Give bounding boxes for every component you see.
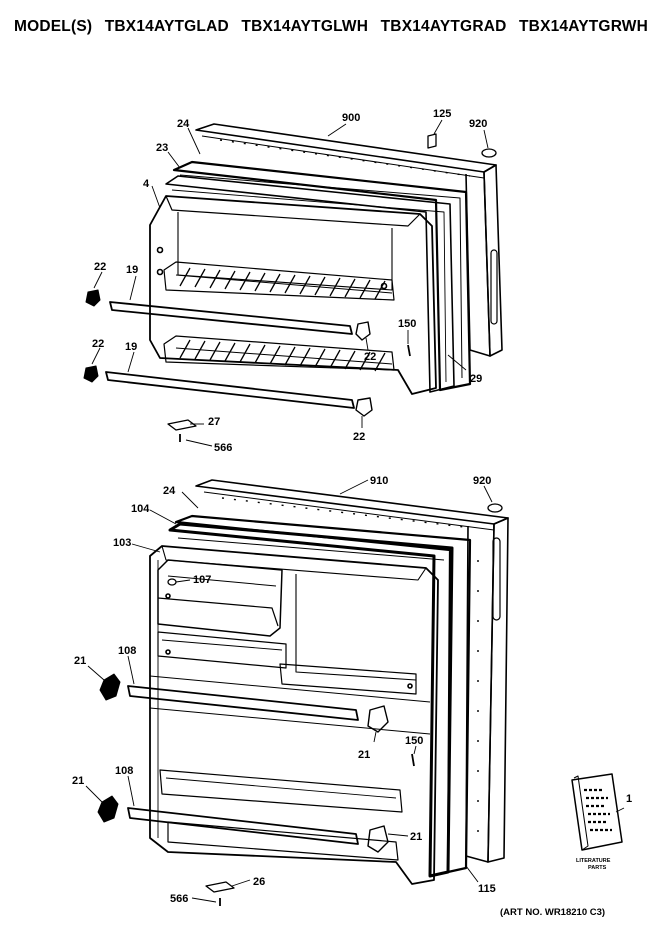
fresh-food-clip-right-lower <box>367 825 389 853</box>
callout-21-left-lower: 21 <box>72 775 84 787</box>
callout-19-upper: 19 <box>126 264 138 276</box>
freezer-gasket <box>172 160 472 392</box>
freezer-screw-150 <box>407 344 411 357</box>
freezer-shelf-clip-right-lower <box>355 397 373 417</box>
fresh-food-callout-labels: 910 920 24 104 103 107 108 21 21 150 108… <box>72 475 632 905</box>
fresh-food-screw-150 <box>411 753 415 767</box>
model-header: MODEL(S) TBX14AYTGLAD TBX14AYTGLWH TBX14… <box>14 18 656 36</box>
fresh-food-shelf-bar-upper <box>127 685 359 721</box>
callout-23: 23 <box>156 142 168 154</box>
callout-26: 26 <box>253 876 265 888</box>
callout-21-left-upper: 21 <box>74 655 86 667</box>
callout-910: 910 <box>370 475 388 487</box>
callout-29: 29 <box>470 373 482 385</box>
freezer-hinge-bracket <box>167 419 197 431</box>
model-number-4: TBX14AYTGRWH <box>519 18 649 35</box>
freezer-callout-labels: 900 125 920 24 23 4 22 19 150 22 29 22 1… <box>92 108 487 454</box>
callout-4: 4 <box>143 178 150 190</box>
freezer-plug-920 <box>481 148 497 158</box>
callout-27: 27 <box>208 416 220 428</box>
callout-22-left-lower: 22 <box>92 338 104 350</box>
fresh-food-door-dike <box>168 522 454 878</box>
callout-108-upper: 108 <box>118 645 136 657</box>
callout-21-right-lower: 21 <box>410 831 422 843</box>
literature-label-line2: PARTS <box>588 865 607 871</box>
model-number-1: TBX14AYTGLAD <box>104 18 229 35</box>
literature-label-line1: LITERATURE <box>576 858 611 864</box>
fresh-food-leader-lines <box>85 479 625 903</box>
callout-900: 900 <box>342 112 360 124</box>
callout-22-right-lower: 22 <box>353 431 365 443</box>
callout-104: 104 <box>131 503 150 515</box>
freezer-shelf-clip-left-upper <box>85 289 101 307</box>
callout-108-lower: 108 <box>115 765 133 777</box>
callout-1: 1 <box>626 793 632 805</box>
callout-150-upper: 150 <box>398 318 416 330</box>
art-number: (ART NO. WR18210 C3) <box>500 907 606 918</box>
freezer-door-dike <box>165 175 455 393</box>
freezer-shelf-bar-lower <box>105 371 355 409</box>
freezer-plug-125 <box>427 133 437 149</box>
freezer-inner-liner <box>149 195 437 395</box>
callout-24-upper: 24 <box>177 118 190 130</box>
fresh-food-inner-liner <box>149 545 439 885</box>
model-number-3: TBX14AYTGRAD <box>380 18 507 35</box>
callout-107: 107 <box>193 574 211 586</box>
freezer-shelf-clip-left-lower <box>83 365 99 383</box>
fresh-food-clip-left-lower <box>97 795 119 823</box>
callout-115: 115 <box>478 883 496 895</box>
callout-920-upper: 920 <box>469 118 487 130</box>
fresh-food-clip-right-upper <box>367 705 389 733</box>
fresh-food-shelf-bar-lower <box>127 807 359 845</box>
fresh-food-door-assembly <box>97 479 509 906</box>
callout-566-upper: 566 <box>214 442 232 454</box>
callout-21-right-upper: 21 <box>358 749 370 761</box>
callout-103: 103 <box>113 537 131 549</box>
callout-150-lower: 150 <box>405 735 423 747</box>
fresh-food-hinge-bracket <box>205 881 235 893</box>
callout-22-left-upper: 22 <box>94 261 106 273</box>
model-number-2: TBX14AYTGLWH <box>241 18 369 35</box>
literature-pack <box>571 773 623 851</box>
fresh-food-gasket <box>174 514 472 874</box>
callout-920-lower: 920 <box>473 475 491 487</box>
callout-566-lower: 566 <box>170 893 188 905</box>
callout-24-lower: 24 <box>163 485 176 497</box>
freezer-shelf-bar-upper <box>109 301 353 335</box>
fresh-food-outer-door-panel <box>195 479 509 863</box>
freezer-door-assembly <box>83 123 503 442</box>
callout-22-right-upper: 22 <box>364 351 376 363</box>
fresh-food-plug-920 <box>487 503 503 513</box>
freezer-outer-door-panel <box>195 123 503 357</box>
model-prefix: MODEL(S) <box>14 18 93 35</box>
freezer-leader-lines <box>91 119 489 447</box>
callout-125: 125 <box>433 108 451 120</box>
freezer-shelf-clip-right-upper <box>355 321 371 341</box>
callout-19-lower: 19 <box>125 341 137 353</box>
fresh-food-clip-left-upper <box>99 673 121 701</box>
